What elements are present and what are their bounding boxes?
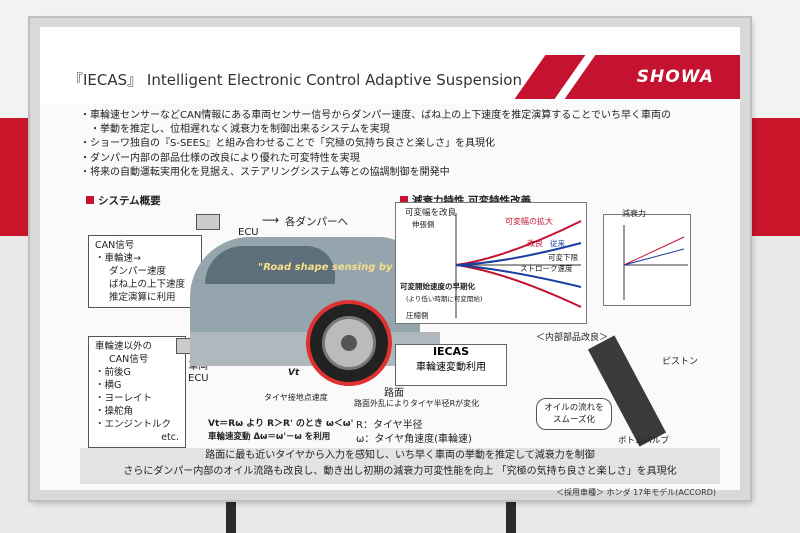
can-signal-box: CAN信号 ・車輪速→ ダンパー速度 ばね上の上下速度 推定演算に利用 [88,235,202,308]
oil-flow-line: スムーズ化 [552,415,596,425]
inner-parts-label: ＜内部部品改良＞ [536,333,609,343]
damping-force-graph [603,214,691,306]
graph-early: 可変開始速度の早期化 [400,282,475,291]
oil-flow-line: オイルの流れを [544,403,604,413]
graph-before: 従来 [550,239,565,248]
damping-force-lines [623,225,688,300]
legend-omega: ω：タイヤ角速度(車輪速) [356,434,472,445]
road-surface-label: 路面 [384,388,404,399]
road-shape-label: "Road shape sensing by tire" [258,262,422,273]
feature-item: 車輪速センサーなどCAN情報にある車両センサー信号からダンパー速度、ばね上の上下… [80,109,720,123]
stand-leg-right [506,490,516,533]
feature-item: 挙動を推定し、位相遅れなく減衰力を制御出来るシステムを実現 [80,123,720,137]
can-line: CAN信号 [95,240,135,251]
iecas-badge: IECAS 車輪速変動利用 [395,344,507,386]
section-title: システム概要 [98,195,161,207]
can-line: ダンパー速度 [109,266,167,277]
bottom-valve-label: ボトムバルブ [618,436,670,446]
vehicle-ecu-line: 車両 [188,361,209,372]
graph-expansion: 伸張側 [412,220,435,229]
to-dampers-label: 各ダンパーへ [285,216,348,228]
car-window [205,246,335,284]
other-line: ・横G [95,380,122,391]
damping-graph [395,202,587,324]
bullet-square-icon [400,196,408,204]
feature-list: 車輪速センサーなどCAN情報にある車両センサー信号からダンパー速度、ばね上の上下… [80,109,720,180]
summary-line: さらにダンパー内部のオイル流路も改良し、動き出し初期の減衰力可変性能を向上 「究… [123,466,677,477]
iecas-title: IECAS [432,345,470,358]
graph-early-sub: (より低い時期に可変開始) [406,295,483,303]
feature-item: ショーワ独自の『S-SEES』と組み合わせることで「究極の気持ち良さと楽しさ」を… [80,137,720,151]
formula-1: Vt＝Rω より R＞R' のとき ω＜ω' [208,419,354,429]
feature-item: 将来の自動運転実用化を見据え、ステアリングシステム等との協調制御を開発中 [80,166,720,180]
graph-compression: 圧縮側 [406,311,429,320]
other-line: CAN信号 [109,354,149,365]
ecu-label: ECU [238,227,259,238]
other-can-box: 車輪速以外の CAN信号 ・前後G ・横G ・ヨーレイト ・操舵角 ・エンジント… [88,336,186,448]
can-line: 推定演算に利用 [109,292,176,303]
board-title: 『IECAS』 Intelligent Electronic Control A… [68,71,522,89]
formula-2: 車輪速変動 Δω＝ω'－ω を利用 [208,432,331,442]
vehicle-ecu-label: 車両 ECU [188,361,209,385]
stand-leg-left [226,490,236,533]
bullet-square-icon [86,196,94,204]
arrow-right-icon: ⟶ [262,213,280,227]
legend-r: R：タイヤ半径 [356,420,423,431]
graph-range-expand: 可変幅の拡大 [505,217,553,226]
summary-line: 路面に最も近いタイヤから入力を感知し、いち早く車両の挙動を推定して減衰力を制御 [205,450,595,461]
damping-curves [455,213,582,318]
can-line: ・車輪速→ [95,253,141,264]
graph-damping: 減衰力 [622,209,646,218]
graph-improve: 改良 [527,239,543,248]
summary-box: 路面に最も近いタイヤから入力を感知し、いち早く車両の挙動を推定して減衰力を制御 … [80,448,720,484]
can-line: ばね上の上下速度 [109,279,186,290]
wheel-hub-icon [341,335,357,351]
other-line: ・操舵角 [95,406,134,417]
vehicle-ecu-line: ECU [188,373,209,384]
other-line: 車輪速以外の [95,341,153,352]
vt-label: Vt [288,368,300,378]
section-system-overview: システム概要 [86,193,161,208]
other-line: ・エンジントルク [95,419,172,430]
road-note: 路面外乱によりタイヤ半径Rが変化 [354,399,480,408]
iecas-sub: 車輪速変動利用 [416,362,486,373]
piston-label: ピストン [662,357,699,367]
ecu-unit-icon [196,214,220,230]
showa-logo: SHOWA [636,67,714,87]
other-line: ・前後G [95,367,131,378]
other-line: etc. [161,432,179,443]
graph-range-down: 可変下限 [548,253,578,262]
other-line: ・ヨーレイト [95,393,153,404]
feature-item: ダンパー内部の部品仕様の改良により優れた可変特性を実現 [80,152,720,166]
vt-sub-label: タイヤ接地点速度 [264,393,328,402]
adopted-vehicle: ＜採用車種＞ ホンダ 17年モデル(ACCORD) [556,488,717,497]
graph-variable-range: 可変幅を改良 [405,208,457,218]
oil-flow-callout: オイルの流れを スムーズ化 [536,398,612,430]
graph-stroke: ストローク速度 [520,264,573,273]
